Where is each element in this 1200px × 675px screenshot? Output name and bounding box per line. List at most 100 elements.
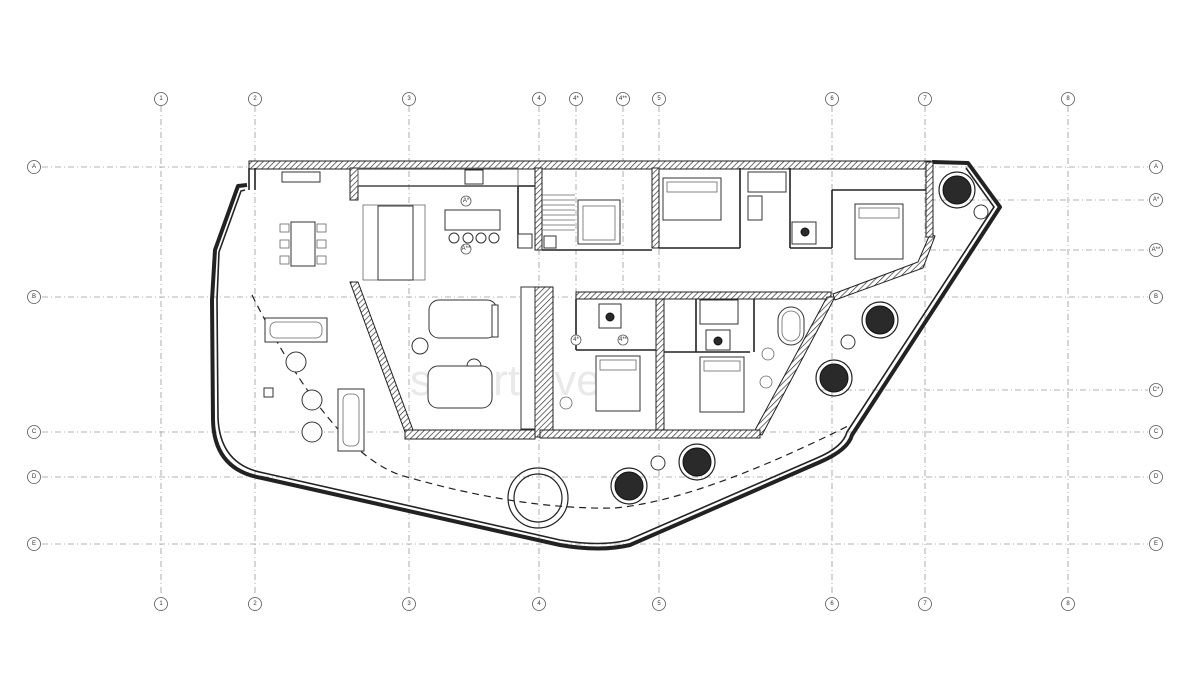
svg-text:4**: 4** [619, 337, 628, 343]
wall-stair-left [534, 167, 543, 251]
svg-text:D: D [32, 474, 37, 480]
svg-text:A*: A* [1153, 197, 1160, 203]
svg-text:3: 3 [407, 601, 411, 607]
grid-bubble-row-e-right: E [1149, 537, 1163, 551]
terrace-outline-inner [216, 167, 995, 545]
svg-text:C: C [1154, 429, 1159, 435]
planters [507, 171, 989, 529]
terrace-furniture [263, 317, 365, 452]
svg-text:A: A [32, 164, 36, 170]
bedroom-top-1 [662, 177, 722, 221]
bedroom-bottom-2 [699, 356, 745, 413]
grid-bubble-col-6-bottom: 6 [825, 597, 839, 611]
svg-text:5: 5 [657, 601, 661, 607]
grid-bubble-col-7-top: 7 [918, 92, 932, 106]
wall-corridor [575, 291, 832, 300]
svg-text:C: C [32, 429, 37, 435]
svg-text:E: E [32, 541, 36, 547]
tree-icon [938, 171, 976, 209]
master-bedroom [854, 203, 904, 260]
grid-bubble-col-2-bottom: 2 [248, 597, 262, 611]
grid-bubble-row-d-left: D [27, 470, 41, 484]
grid-bubble-row-d-right: D [1149, 470, 1163, 484]
grid-bubble-row-cs-right: C* [1149, 383, 1163, 397]
svg-text:B: B [1154, 294, 1158, 300]
tree-icon [861, 301, 899, 339]
svg-text:4: 4 [537, 601, 541, 607]
grid-bubble-row-c-left: C [27, 425, 41, 439]
section-marker-4ss: 4** [617, 334, 629, 346]
grid-bubble-col-4-top: 4 [532, 92, 546, 106]
wall-right-top [925, 161, 934, 238]
svg-text:D: D [1154, 474, 1159, 480]
wall-bedroom-divider [655, 295, 665, 437]
grid-bubbles-left: A B C D E [27, 160, 41, 551]
grid-bubbles-top: 1 2 3 4 4* 4** 5 6 7 8 [154, 92, 1075, 106]
bedroom-bottom-1 [559, 355, 641, 412]
grid-bubble-row-c-right: C [1149, 425, 1163, 439]
grid-bubble-row-ass-right: A** [1149, 243, 1163, 257]
wall-left-kitchen [349, 167, 359, 201]
wall-bottom-bedrooms [539, 429, 761, 439]
section-marker-4s: 4* [570, 334, 582, 346]
grid-bubble-col-5-top: 5 [652, 92, 666, 106]
svg-text:8: 8 [1066, 601, 1070, 607]
grid-bubble-col-3-top: 3 [402, 92, 416, 106]
svg-text:3: 3 [407, 96, 411, 102]
wall-stair-right [651, 167, 660, 249]
svg-text:2: 2 [253, 601, 257, 607]
svg-text:E: E [1154, 541, 1158, 547]
building-walls [248, 160, 936, 440]
svg-text:B: B [32, 294, 36, 300]
grid-bubble-row-a-left: A [27, 160, 41, 174]
svg-text:A*: A* [463, 198, 470, 204]
svg-text:2: 2 [253, 96, 257, 102]
svg-text:8: 8 [1066, 96, 1070, 102]
svg-text:5: 5 [657, 96, 661, 102]
grid-bubble-col-8-top: 8 [1061, 92, 1075, 106]
svg-text:6: 6 [830, 601, 834, 607]
svg-text:1: 1 [159, 96, 163, 102]
svg-text:4*: 4* [573, 337, 579, 343]
terrace-outline [210, 160, 1002, 551]
wall-column-mid [534, 286, 554, 438]
svg-text:7: 7 [923, 96, 927, 102]
section-marker-ass: A** [460, 243, 472, 255]
stair-core [542, 194, 621, 249]
grid-bubble-col-7-bottom: 7 [918, 597, 932, 611]
grid-bubble-row-b-right: B [1149, 290, 1163, 304]
grid-bubble-row-b-left: B [27, 290, 41, 304]
grid-bubbles-bottom: 1 2 3 4 5 6 7 8 [154, 597, 1075, 611]
terrace-dining-set [279, 171, 327, 267]
grid-bubble-col-4ss-top: 4** [616, 92, 630, 106]
grid-bubble-row-e-left: E [27, 537, 41, 551]
tree-icon [678, 443, 716, 481]
svg-text:6: 6 [830, 96, 834, 102]
grid-bubble-row-a-right: A [1149, 160, 1163, 174]
svg-text:A: A [1154, 164, 1158, 170]
wall-bottom-living [404, 429, 536, 440]
tree-icon [815, 359, 853, 397]
svg-text:C*: C* [1153, 387, 1160, 393]
grid-bubble-col-8-bottom: 8 [1061, 597, 1075, 611]
round-pool [507, 467, 569, 529]
tree-icon [610, 467, 648, 505]
svg-text:A**: A** [1152, 247, 1161, 253]
grid-bubble-col-1-bottom: 1 [154, 597, 168, 611]
svg-text:1: 1 [159, 601, 163, 607]
svg-text:A**: A** [462, 246, 471, 252]
living-area [362, 204, 536, 430]
svg-text:4: 4 [537, 96, 541, 102]
section-marker-as: A* [460, 195, 472, 207]
kitchen-area [357, 167, 533, 249]
svg-text:4**: 4** [619, 96, 628, 102]
grid-bubble-col-2-top: 2 [248, 92, 262, 106]
grid-bubble-row-as-right: A* [1149, 193, 1163, 207]
bathroom-top [747, 171, 817, 245]
wall-master-diagonal [832, 233, 936, 301]
grid-bubble-col-4s-top: 4* [569, 92, 583, 106]
bathroom-bottom [598, 299, 805, 389]
grid-bubble-col-5-bottom: 5 [652, 597, 666, 611]
wall-diagonal-right [753, 296, 836, 436]
